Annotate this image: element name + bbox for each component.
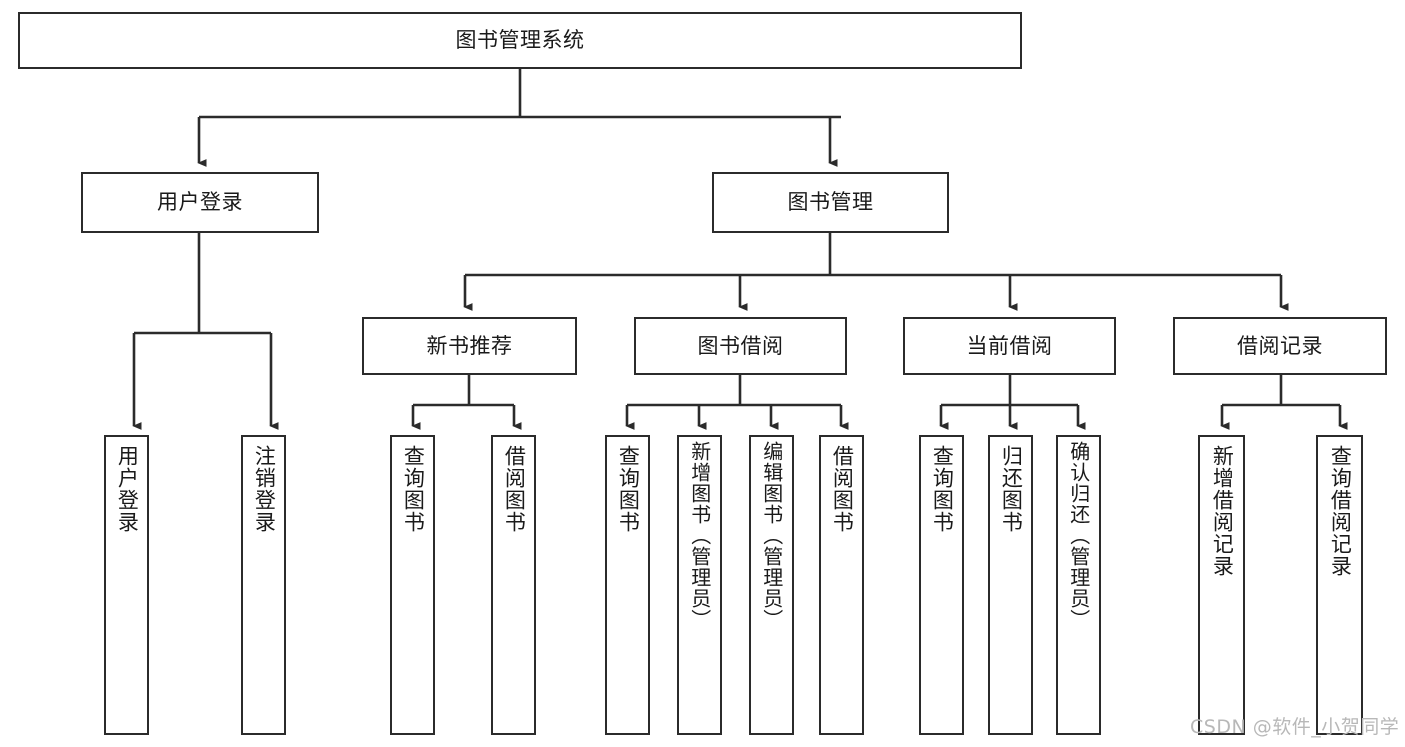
leaf-book-borrow-edit[interactable]: 编辑图书（管理员） <box>749 435 794 735</box>
node-label: 新书推荐 <box>426 333 513 358</box>
node-label: 用户登录 <box>115 445 140 533</box>
leaf-book-borrow-borrow[interactable]: 借阅图书 <box>819 435 864 735</box>
node-label: 查询图书 <box>401 445 426 533</box>
node-label: 确认归还（管理员） <box>1066 441 1091 630</box>
leaf-new-book-borrow[interactable]: 借阅图书 <box>491 435 536 735</box>
node-label: 归还图书 <box>999 445 1024 533</box>
leaf-book-borrow-query[interactable]: 查询图书 <box>605 435 650 735</box>
node-label: 查询借阅记录 <box>1328 445 1353 577</box>
node-label: 查询图书 <box>930 445 955 533</box>
node-label: 用户登录 <box>157 190 243 215</box>
leaf-current-borrow-return[interactable]: 归还图书 <box>988 435 1033 735</box>
node-label: 图书借阅 <box>697 333 784 358</box>
node-label: 编辑图书（管理员） <box>759 441 784 630</box>
node-label: 图书管理系统 <box>455 28 585 53</box>
node-book-management[interactable]: 图书管理 <box>712 172 949 233</box>
node-label: 借阅图书 <box>502 445 527 533</box>
leaf-book-borrow-add[interactable]: 新增图书（管理员） <box>677 435 722 735</box>
node-label: 查询图书 <box>616 445 641 533</box>
node-new-book-recommend[interactable]: 新书推荐 <box>362 317 577 375</box>
leaf-borrow-record-add[interactable]: 新增借阅记录 <box>1198 435 1245 735</box>
node-label: 新增图书（管理员） <box>687 441 712 630</box>
node-borrow-record[interactable]: 借阅记录 <box>1173 317 1387 375</box>
leaf-current-borrow-confirm[interactable]: 确认归还（管理员） <box>1056 435 1101 735</box>
node-current-borrow[interactable]: 当前借阅 <box>903 317 1116 375</box>
node-book-borrow[interactable]: 图书借阅 <box>634 317 847 375</box>
leaf-borrow-record-query[interactable]: 查询借阅记录 <box>1316 435 1363 735</box>
node-root-system[interactable]: 图书管理系统 <box>18 12 1022 69</box>
node-user-login[interactable]: 用户登录 <box>81 172 319 233</box>
leaf-user-login-login[interactable]: 用户登录 <box>104 435 149 735</box>
csdn-watermark: CSDN @软件_小贺同学 <box>1190 716 1400 738</box>
node-label: 新增借阅记录 <box>1210 445 1235 577</box>
leaf-new-book-query[interactable]: 查询图书 <box>390 435 435 735</box>
node-label: 借阅图书 <box>830 445 855 533</box>
leaf-current-borrow-query[interactable]: 查询图书 <box>919 435 964 735</box>
node-label: 借阅记录 <box>1237 333 1323 358</box>
node-label: 当前借阅 <box>966 333 1053 358</box>
node-label: 注销登录 <box>252 445 277 533</box>
leaf-user-login-logout[interactable]: 注销登录 <box>241 435 286 735</box>
node-label: 图书管理 <box>787 190 874 215</box>
